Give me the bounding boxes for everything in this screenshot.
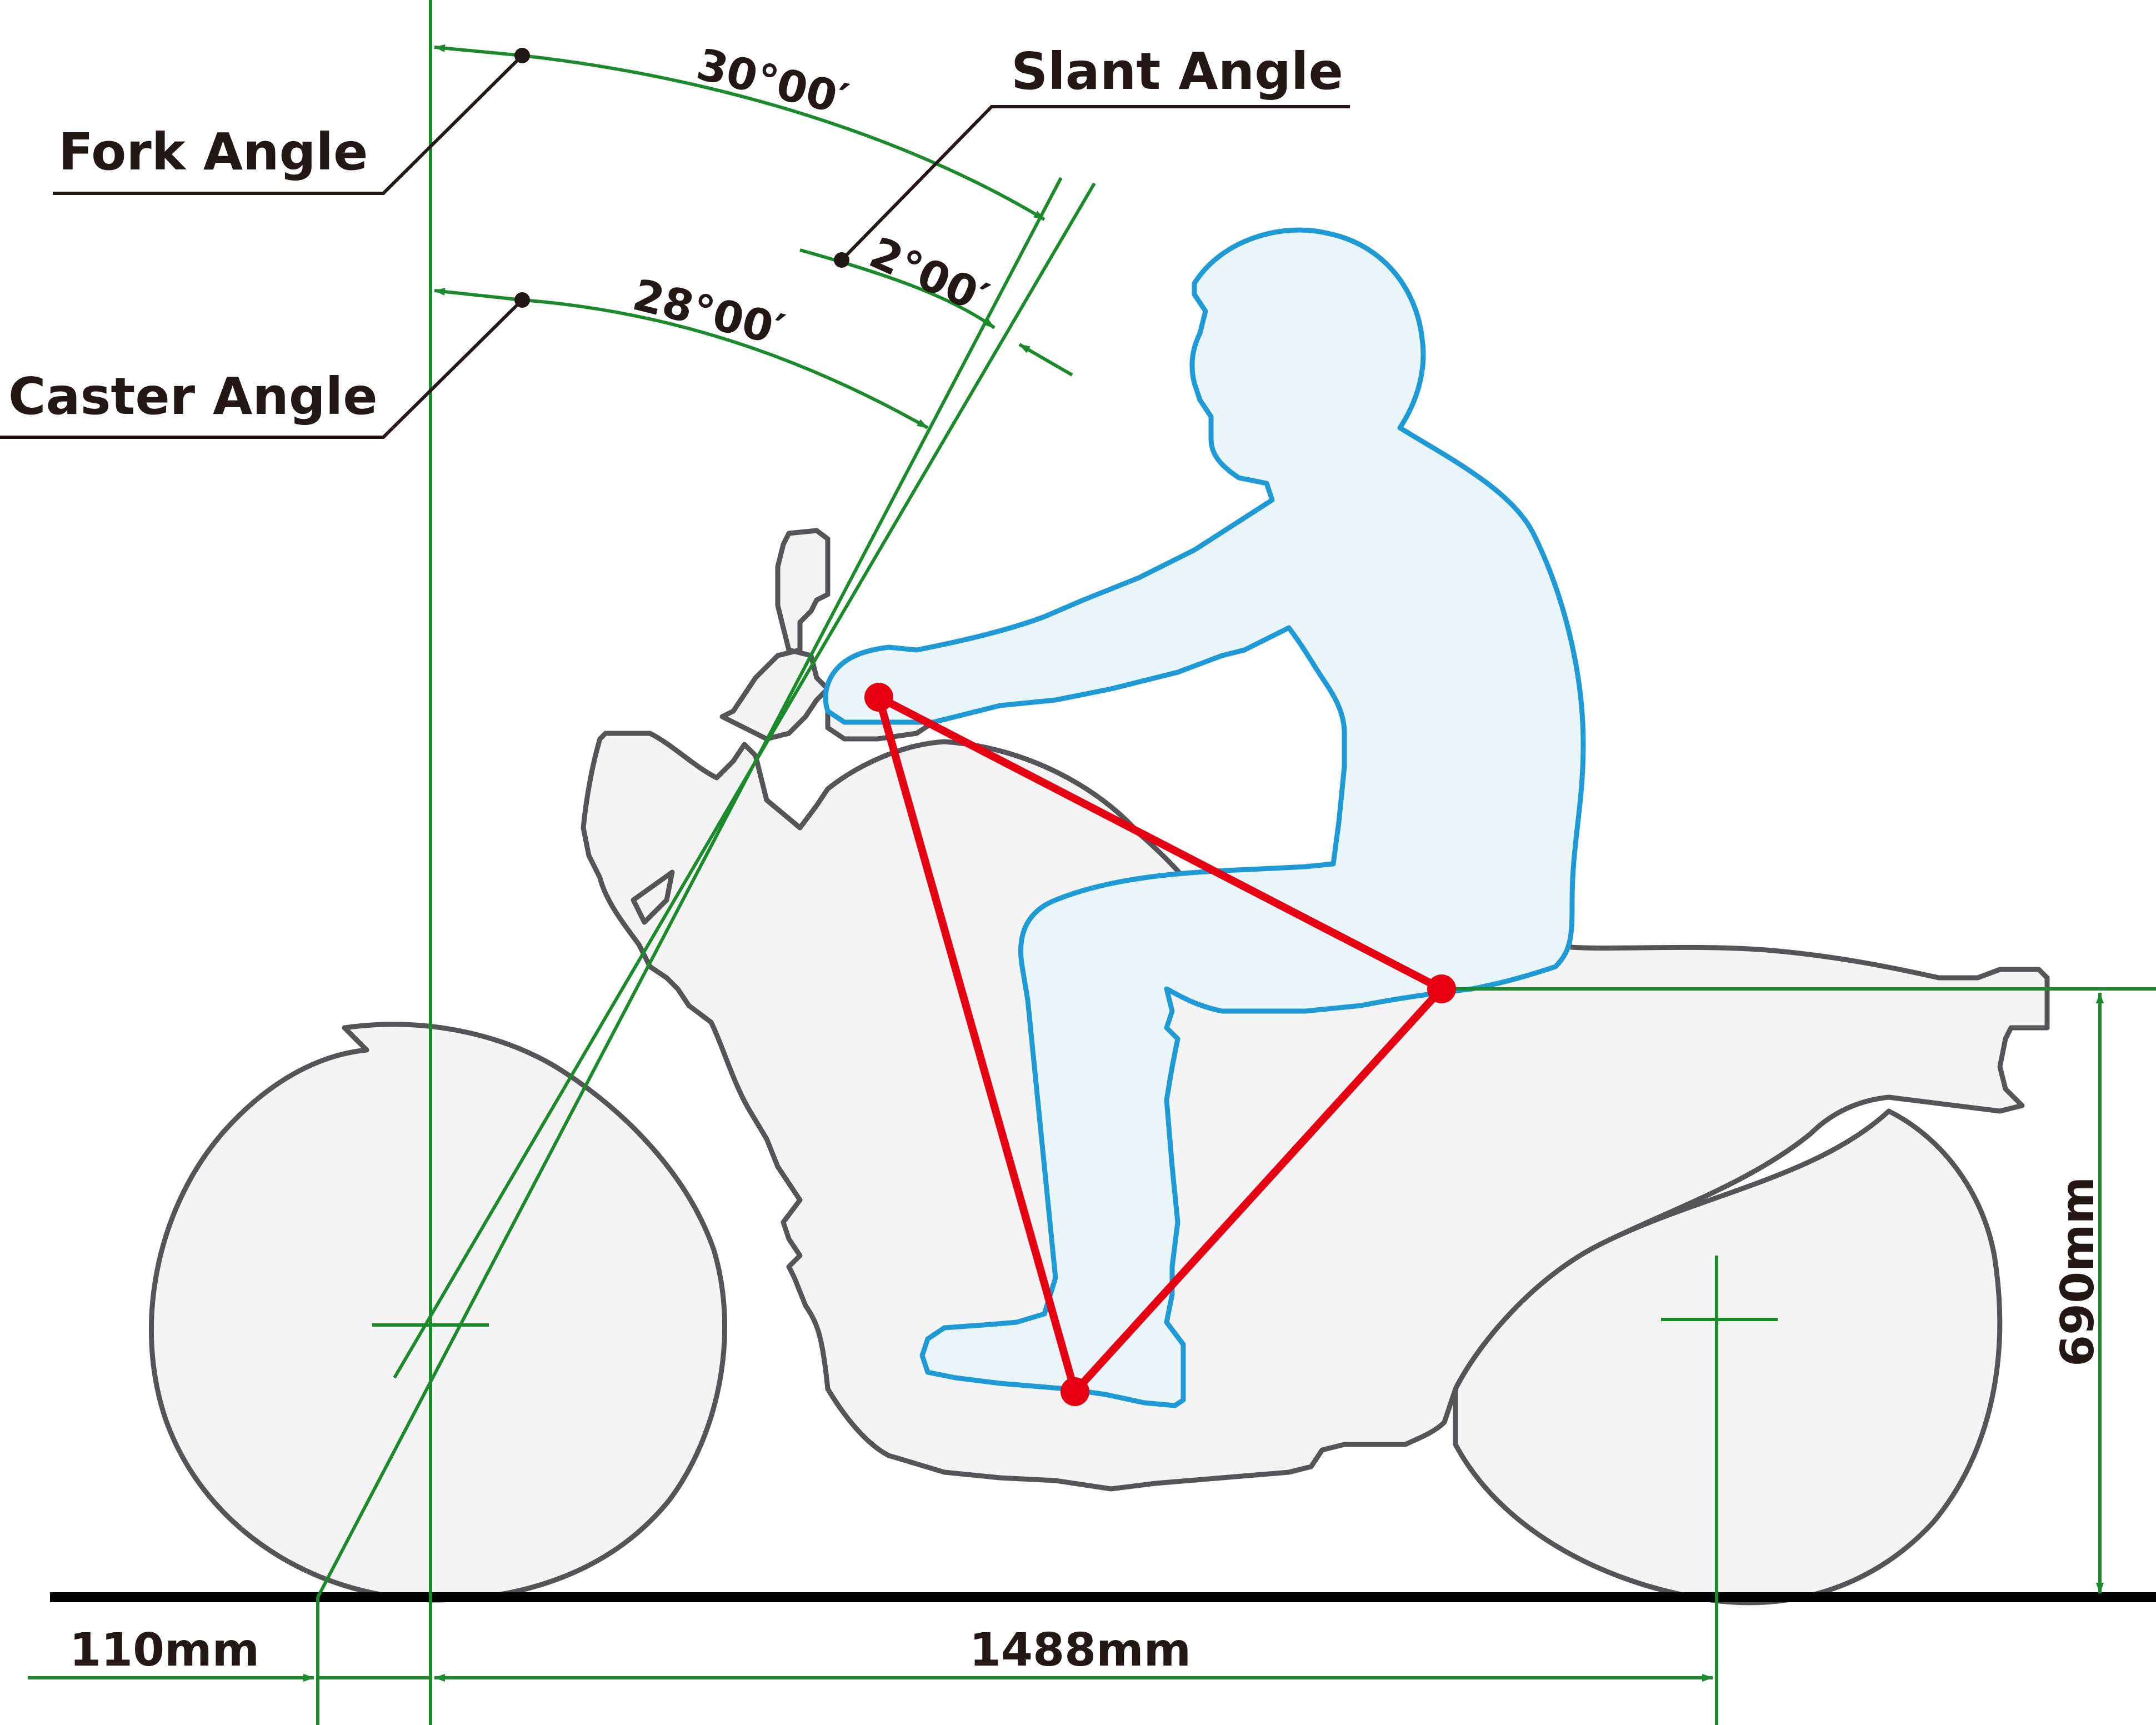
fork-angle-value: 30°00′ (692, 39, 853, 125)
slant-angle-label: Slant Angle (1011, 42, 1343, 101)
caster-angle-label: Caster Angle (8, 367, 378, 426)
angle-arcs (434, 44, 1073, 429)
slant-angle-arc-back (1018, 343, 1073, 377)
geometry-lines (316, 0, 2156, 1725)
rider-body (823, 227, 1586, 1408)
triangle-edges (875, 693, 1445, 1396)
caster-angle-arc (522, 298, 929, 429)
grip-point (864, 683, 893, 712)
fork-angle-arc-back (434, 44, 523, 57)
fork-neck (631, 869, 675, 925)
front-wheel (148, 1022, 728, 1603)
caster-angle-arc-back (434, 288, 523, 302)
seat-point (1427, 974, 1456, 1003)
headlight-cluster (719, 528, 831, 742)
seat-height-dimension: 690mm (2052, 1177, 2104, 1367)
footpeg-point (1061, 1377, 1089, 1406)
fork-angle-leader (53, 54, 524, 195)
slant-angle-value: 2°00′ (862, 228, 996, 324)
bike-body (581, 731, 2050, 1492)
ergonomic-triangle (864, 683, 1456, 1406)
slant-angle-leader (840, 105, 1350, 262)
fork-angle-label: Fork Angle (58, 122, 368, 182)
caster-angle-value: 28°00′ (628, 270, 789, 356)
wheelbase-dimension: 1488mm (969, 1624, 1191, 1677)
dimension-arrows (28, 992, 2104, 1682)
rider-silhouette (823, 227, 1586, 1408)
fork-axis-line (393, 182, 1096, 1379)
motorcycle-silhouette (148, 528, 2050, 1606)
trail-dimension: 110mm (69, 1624, 259, 1677)
caster-angle-leader (0, 298, 524, 439)
leader-lines (0, 48, 1350, 439)
text-labels: Fork Angle Caster Angle Slant Angle 30°0… (8, 39, 2104, 1677)
fork-angle-arc (522, 54, 1046, 221)
caster-axis-line (316, 177, 1063, 1598)
